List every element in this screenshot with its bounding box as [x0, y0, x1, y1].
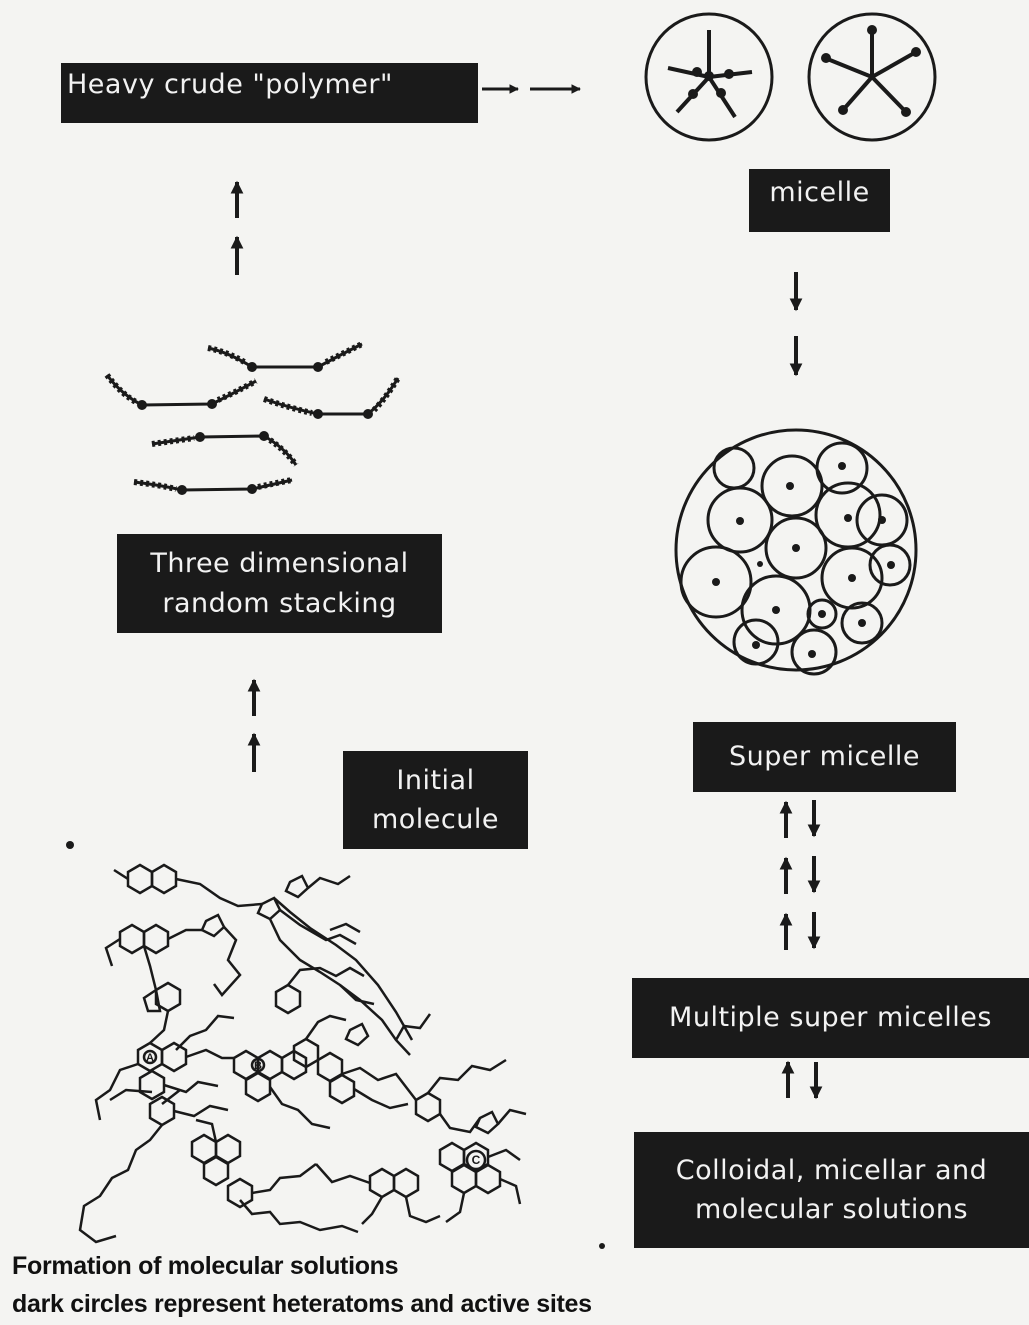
label-super-micelle: Super micelle	[693, 722, 956, 792]
label-heavy-crude-polymer: Heavy crude "polymer"	[61, 63, 478, 123]
caption-line2: dark circles represent heteratoms and ac…	[12, 1290, 592, 1318]
stacking-chains	[107, 344, 398, 495]
arrows-super-to-multiple	[786, 800, 814, 950]
label-micelle: micelle	[749, 169, 890, 232]
label-stacking-line1: Three dimensional	[150, 544, 408, 583]
caption-formation: Formation of molecular solutions	[12, 1252, 398, 1281]
label-initial-line1: Initial	[396, 761, 474, 800]
label-solutions-line1: Colloidal, micellar and	[676, 1151, 988, 1190]
caption-dark-circles: dark circles represent heteratoms and ac…	[12, 1290, 592, 1319]
label-three-dimensional-stacking: Three dimensional random stacking	[117, 534, 442, 633]
micelle-circle	[809, 14, 935, 140]
label-multiple-super-micelles: Multiple super micelles	[632, 978, 1029, 1058]
ring-label-a: A	[146, 1052, 154, 1064]
label-super-micelle-text: Super micelle	[729, 737, 920, 776]
arrows-multiple-to-solutions	[788, 1062, 816, 1098]
label-multiple-super-micelles-text: Multiple super micelles	[669, 998, 992, 1037]
svg-text:B: B	[254, 1060, 262, 1072]
label-initial-molecule: Initial molecule	[343, 751, 528, 849]
super-micelle-cluster	[676, 430, 916, 674]
label-micelle-text: micelle	[769, 173, 869, 212]
ring-label-b: B	[254, 1060, 262, 1072]
label-initial-line2: molecule	[372, 800, 499, 839]
micelle-circle	[646, 14, 772, 140]
label-solutions-line2: molecular solutions	[695, 1190, 968, 1229]
label-colloidal-solutions: Colloidal, micellar and molecular soluti…	[634, 1132, 1029, 1248]
ring-label-c: C	[472, 1153, 481, 1167]
label-heavy-crude-text: Heavy crude "polymer"	[67, 65, 393, 104]
label-stacking-line2: random stacking	[162, 584, 396, 623]
caption-line1: Formation of molecular solutions	[12, 1252, 398, 1280]
svg-text:A: A	[146, 1052, 154, 1064]
svg-text:C: C	[472, 1153, 481, 1167]
